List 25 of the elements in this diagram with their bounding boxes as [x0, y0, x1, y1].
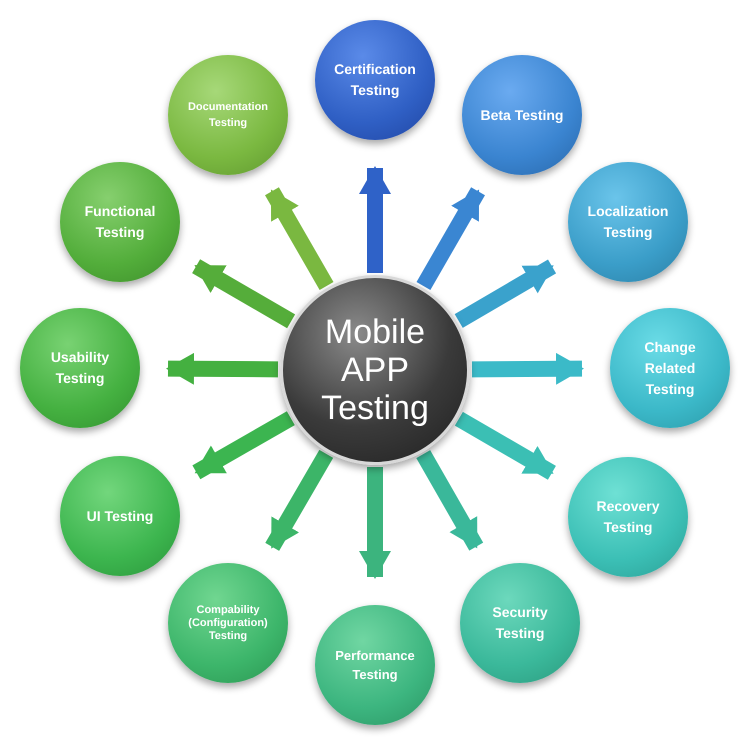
topic-label: UI Testing: [86, 506, 154, 526]
topic-label: Usability Testing: [50, 348, 110, 388]
topic-label: Security Testing: [491, 603, 549, 643]
topic-label: Recovery Testing: [595, 497, 661, 537]
center-title: Mobile APP Testing: [320, 313, 430, 427]
topic-label: Compability (Configuration) Testing: [187, 604, 269, 642]
topic-label: Performance Testing: [334, 646, 416, 684]
block-arrow: [472, 352, 584, 385]
block-arrow: [454, 412, 556, 480]
block-arrow: [359, 467, 391, 579]
block-arrow: [454, 260, 556, 328]
topic-label: Change Related Testing: [643, 338, 697, 399]
block-arrow: [359, 166, 391, 273]
block-arrow: [192, 411, 295, 480]
block-arrow: [166, 352, 278, 385]
block-arrow: [265, 450, 334, 551]
topic-label: Certification Testing: [333, 60, 417, 100]
topic-label: Localization Testing: [586, 202, 670, 242]
block-arrow: [416, 450, 484, 551]
topic-label: Functional Testing: [84, 202, 156, 242]
topic-label: Beta Testing: [480, 106, 564, 125]
topic-label: Documentation Testing: [186, 100, 270, 131]
block-arrow: [265, 187, 334, 290]
block-arrow: [416, 187, 485, 290]
block-arrow: [192, 259, 296, 328]
